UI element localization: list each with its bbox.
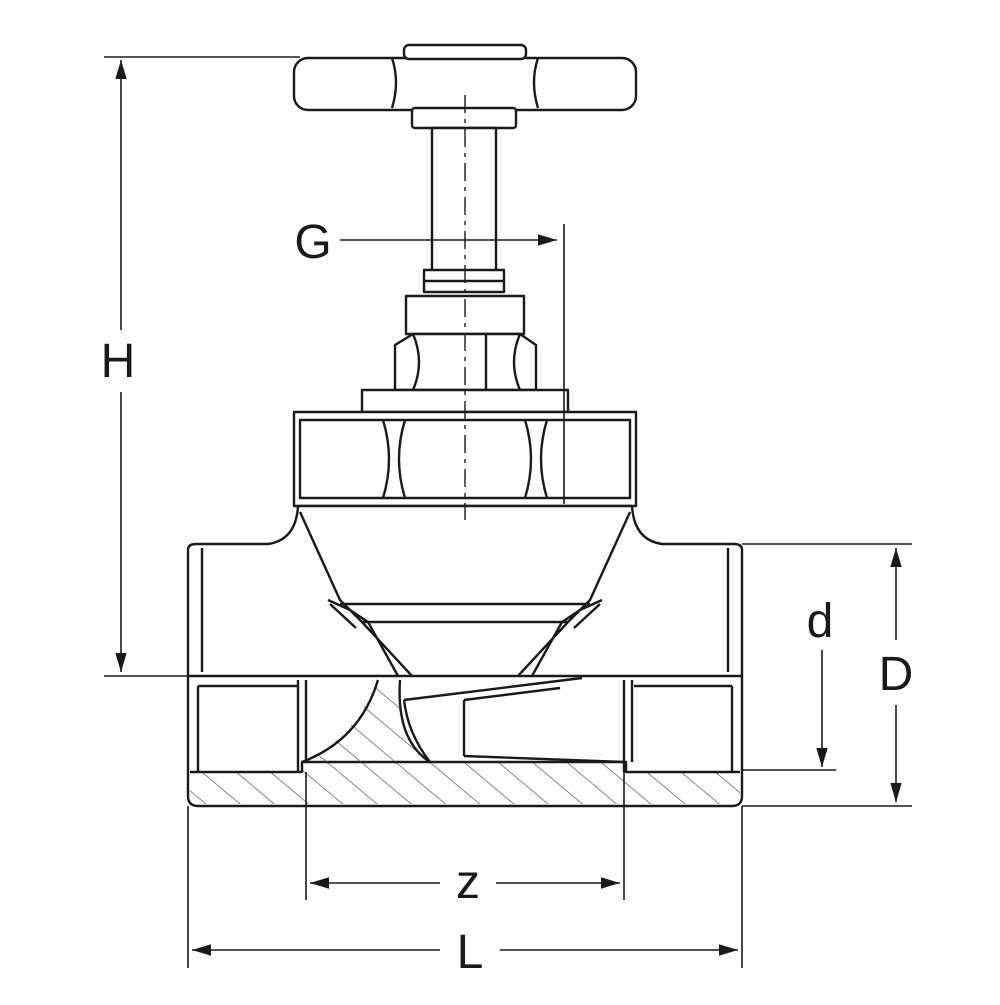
- handwheel: [292, 43, 638, 130]
- body-section: [186, 674, 744, 808]
- valve-stem: [422, 126, 506, 294]
- label-h: H: [101, 335, 136, 388]
- label-d: d: [807, 595, 834, 648]
- dimension-big-d: [742, 543, 912, 807]
- dimension-h: [104, 56, 300, 677]
- dimension-g: [340, 224, 565, 504]
- label-g: G: [294, 216, 331, 269]
- dimension-l: [187, 806, 743, 968]
- valve-body: [186, 504, 744, 677]
- label-z: z: [456, 856, 480, 909]
- dimension-d: [742, 650, 836, 771]
- label-l: L: [457, 926, 484, 979]
- dimension-z: [305, 772, 625, 900]
- label-big-d: D: [879, 648, 914, 701]
